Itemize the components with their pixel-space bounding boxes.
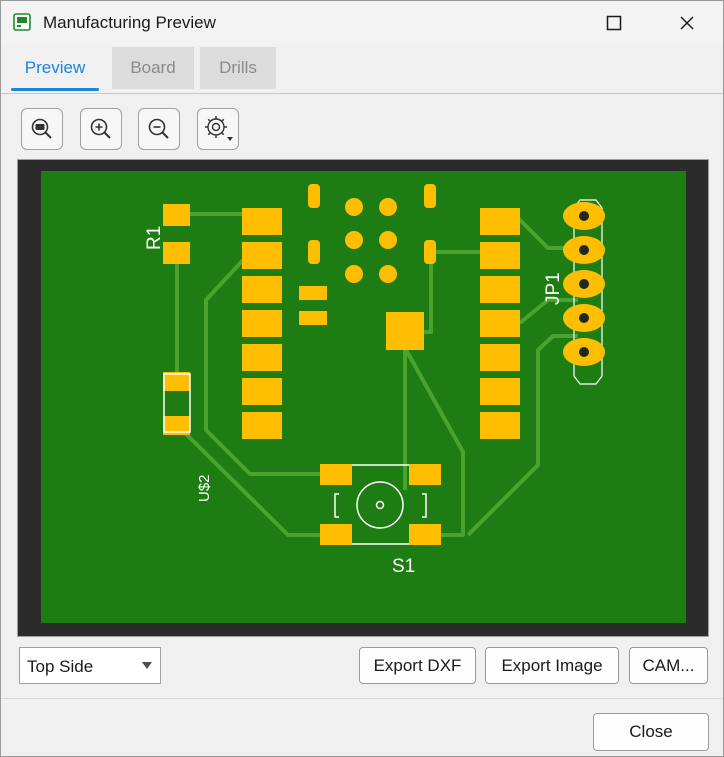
- pcb-preview: R1 JP1 U$2 S1: [41, 171, 686, 623]
- copper-pads: [163, 184, 520, 545]
- close-window-button[interactable]: [665, 5, 709, 41]
- header-pins-jp1: [563, 199, 605, 385]
- board-preview-canvas[interactable]: R1 JP1 U$2 S1: [17, 159, 709, 637]
- chevron-down-icon: [142, 662, 152, 669]
- cam-button[interactable]: CAM...: [629, 647, 708, 684]
- label-us2: U$2: [196, 474, 213, 502]
- settings-button[interactable]: [197, 108, 239, 150]
- zoom-out-button[interactable]: [138, 108, 180, 150]
- tab-bar: Preview Board Drills: [1, 45, 723, 94]
- silkscreen: [163, 373, 427, 545]
- zoom-in-icon: [90, 118, 111, 139]
- export-dxf-button[interactable]: Export DXF: [359, 647, 476, 684]
- close-icon: [680, 16, 694, 30]
- tab-preview[interactable]: Preview: [7, 47, 103, 91]
- title-bar: Manufacturing Preview: [1, 1, 723, 45]
- zoom-fit-button[interactable]: [21, 108, 63, 150]
- label-r1: R1: [144, 226, 165, 250]
- maximize-icon: [606, 15, 622, 31]
- close-button[interactable]: Close: [593, 713, 709, 751]
- maximize-button[interactable]: [592, 5, 636, 41]
- side-select-value: Top Side: [27, 657, 94, 676]
- label-jp1: JP1: [543, 272, 564, 305]
- footer-divider: [1, 698, 723, 699]
- tab-drills[interactable]: Drills: [200, 47, 276, 89]
- app-icon: [13, 13, 31, 31]
- side-select[interactable]: Top Side: [19, 647, 161, 684]
- zoom-fit-icon: [31, 118, 52, 139]
- window-title: Manufacturing Preview: [43, 13, 216, 32]
- export-image-button[interactable]: Export Image: [485, 647, 619, 684]
- tab-board[interactable]: Board: [112, 47, 194, 89]
- label-s1: S1: [392, 556, 415, 577]
- settings-gear-icon: [205, 116, 233, 141]
- zoom-out-icon: [148, 118, 169, 139]
- zoom-in-button[interactable]: [80, 108, 122, 150]
